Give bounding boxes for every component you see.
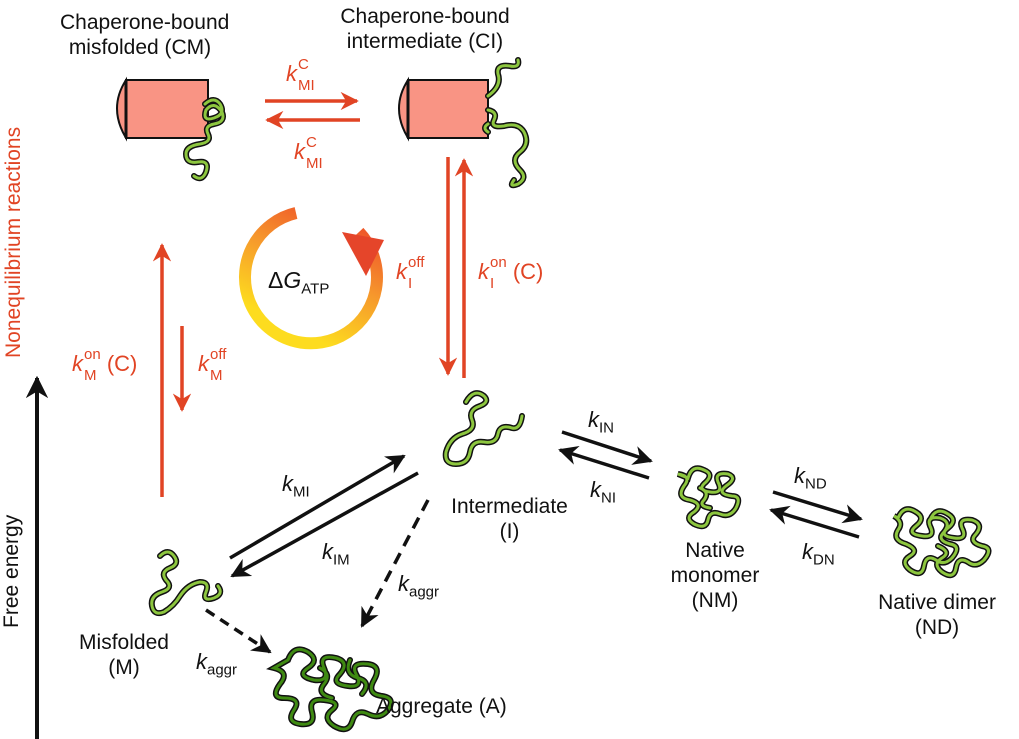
rate-mi: kMI: [282, 471, 310, 501]
protein-cm: [182, 97, 226, 182]
arrow-i-to-m: [230, 471, 419, 578]
rate-nd: kND: [794, 463, 827, 493]
atp-cycle-arrowhead: [342, 232, 384, 276]
rate-in: kIN: [588, 407, 614, 437]
delta-g-atp-label: ΔGATP: [268, 267, 330, 298]
rate-ni: kNI: [590, 477, 616, 507]
arrow-m-to-aggregate: [205, 608, 272, 654]
nonequilibrium-label: Nonequilibrium reactions: [2, 126, 25, 358]
free-energy-label: Free energy: [0, 514, 23, 628]
arrow-i-to-aggregate: [360, 499, 430, 628]
rate-aggr-m: kaggr: [196, 649, 238, 679]
rate-aggr-i: kaggr: [398, 571, 440, 601]
rate-dn: kDN: [802, 539, 835, 569]
label-aggregate: Aggregate (A): [376, 695, 507, 718]
rate-im: kIM: [322, 539, 350, 569]
protein-ci: [482, 57, 530, 189]
label-intermediate: Intermediate(I): [451, 495, 568, 543]
label-misfolded: Misfolded(M): [79, 631, 169, 679]
arrow-nd-to-nm: [769, 505, 860, 539]
protein-aggregate: [266, 646, 394, 733]
protein-intermediate: [442, 390, 525, 468]
chaperone-ci: [398, 76, 489, 142]
atp-cycle-ring: [239, 207, 383, 350]
label-native-dimer: Native dimer(ND): [878, 591, 996, 639]
arrow-nm-to-i: [558, 445, 650, 480]
arrow-i-to-nm: [561, 430, 653, 465]
protein-native-dimer: [892, 506, 992, 579]
protein-native-monomer: [676, 465, 742, 530]
arrow-m-to-i: [229, 454, 406, 560]
chaperone-cm: [116, 76, 209, 142]
arrow-nm-to-nd: [772, 490, 863, 524]
protein-misfolded: [148, 549, 224, 617]
